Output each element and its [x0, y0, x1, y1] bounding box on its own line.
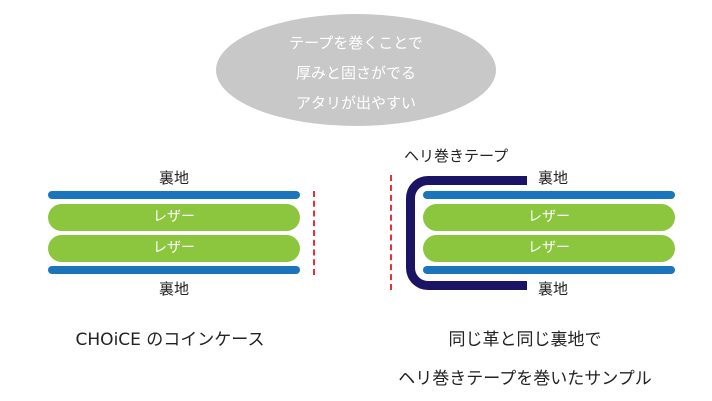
left-bottom-lining-label: 裏地 — [159, 280, 190, 298]
left-top-lining — [48, 191, 300, 199]
left-caption: CHOiCE のコインケース — [75, 330, 265, 350]
tape-label: ヘリ巻きテープ — [404, 147, 509, 165]
right-top-lining-label: 裏地 — [538, 169, 569, 187]
note-line-1: テープを巻くことで — [289, 34, 423, 52]
note-line-2: 厚みと固さがでる — [295, 64, 416, 82]
right-thickness-marker — [390, 175, 392, 290]
right-bottom-lining-label: 裏地 — [538, 280, 569, 298]
right-leather-2: レザー — [423, 235, 675, 262]
left-leather-1: レザー — [48, 204, 300, 231]
left-bottom-lining — [48, 266, 300, 274]
right-caption-line-2: ヘリ巻きテープを巻いたサンプル — [398, 369, 652, 389]
left-leather-2: レザー — [48, 235, 300, 262]
note-line-3: アタリが出やすい — [295, 94, 416, 112]
edge-binding-tape — [406, 176, 527, 290]
right-leather-1: レザー — [423, 204, 675, 231]
note-bubble — [216, 14, 496, 126]
left-thickness-marker — [313, 191, 315, 275]
right-top-lining — [423, 191, 675, 199]
right-caption-line-1: 同じ革と同じ裏地で — [448, 330, 602, 350]
left-top-lining-label: 裏地 — [159, 169, 190, 187]
right-bottom-lining — [423, 266, 675, 274]
